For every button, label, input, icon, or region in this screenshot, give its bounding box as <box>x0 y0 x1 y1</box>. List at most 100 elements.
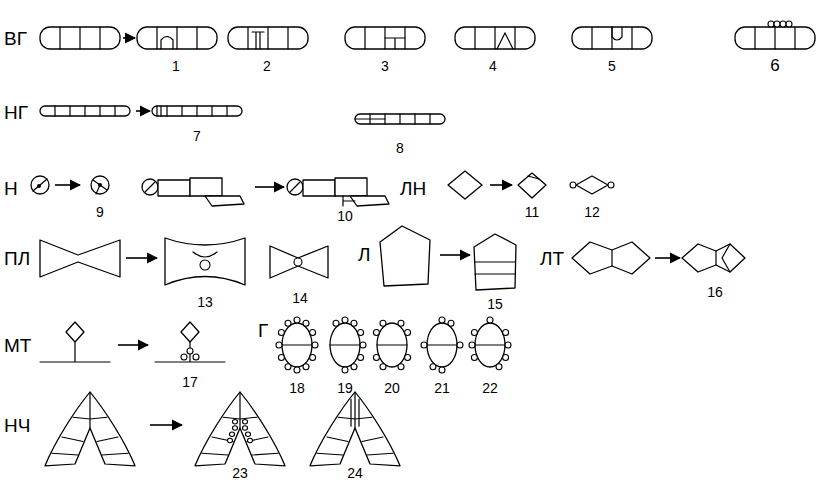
bead <box>278 355 284 361</box>
bead <box>303 364 309 370</box>
callout-number: 12 <box>584 205 600 219</box>
row-label: Н <box>4 179 18 198</box>
cell-detail <box>611 250 612 266</box>
callout-number: 2 <box>263 59 271 73</box>
row-label: МТ <box>4 336 31 355</box>
cell-outline <box>377 323 407 367</box>
cell-detail <box>497 33 513 49</box>
row-label: ВГ <box>4 29 27 48</box>
row-label: ЛН <box>400 179 426 198</box>
cell-variant <box>455 27 535 49</box>
cell-outline <box>91 176 109 194</box>
bead <box>310 330 316 336</box>
cell-detail <box>93 180 107 194</box>
cell-outline <box>576 176 608 194</box>
cell-variant <box>572 27 652 49</box>
transition-arrow <box>55 184 80 186</box>
bead <box>342 317 348 323</box>
bead <box>439 317 445 323</box>
cell-outline <box>572 242 650 274</box>
callout-number: 24 <box>347 466 363 480</box>
callout-number: 15 <box>487 297 503 311</box>
row-label: НГ <box>4 103 28 122</box>
chain-outline <box>287 178 389 206</box>
bead <box>351 364 357 370</box>
bead <box>360 342 366 348</box>
cell-outline <box>31 176 49 194</box>
cell-chain-variant <box>287 178 389 206</box>
beaded-cell <box>330 317 366 373</box>
bead <box>439 367 445 373</box>
cell-variant <box>137 27 217 49</box>
bowtie-cell <box>40 240 120 277</box>
rhomb-variant <box>518 173 546 198</box>
bead <box>228 419 253 442</box>
bead <box>233 426 238 431</box>
filament-outline <box>152 106 242 116</box>
bead <box>786 21 792 27</box>
bead <box>373 355 379 361</box>
bead <box>243 426 248 431</box>
callout-number: 18 <box>289 381 305 395</box>
cell-outline <box>345 27 425 49</box>
transition-arrow <box>655 257 680 259</box>
row-label: ПЛ <box>4 249 30 268</box>
cell-detail <box>612 27 622 40</box>
callout-number: 13 <box>197 295 213 309</box>
bead <box>276 317 318 373</box>
bead <box>248 438 253 443</box>
cell-detail <box>716 244 730 272</box>
round-cell <box>31 176 49 194</box>
bead <box>469 342 475 348</box>
cell-variant <box>735 21 815 49</box>
bead <box>774 21 780 27</box>
cell-outline <box>137 27 217 49</box>
beaded-cell <box>469 317 511 370</box>
callout-number: 14 <box>292 291 308 305</box>
stalked-cell-variant <box>155 322 225 362</box>
filament-variant <box>152 106 242 116</box>
chevron-colony-variant <box>310 392 400 466</box>
callout-number: 21 <box>434 381 450 395</box>
cell-variant <box>345 27 425 49</box>
transition-arrow <box>150 424 182 426</box>
bead <box>503 330 509 336</box>
filament-detail <box>355 118 385 119</box>
bead <box>505 342 511 348</box>
chain-detail <box>343 196 355 206</box>
bead <box>333 320 339 326</box>
bead <box>246 432 251 437</box>
cell-outline <box>572 27 652 49</box>
stalk <box>155 342 225 362</box>
bead <box>469 317 511 370</box>
nucleus-dot <box>98 183 102 187</box>
bead <box>285 364 291 370</box>
bead <box>405 355 411 361</box>
filament-variant <box>355 114 445 124</box>
bead <box>294 317 300 323</box>
callout-number: 10 <box>337 209 353 223</box>
bead <box>312 342 318 348</box>
bead <box>405 330 411 336</box>
filament-outline <box>40 106 130 116</box>
cell-outline <box>474 234 516 290</box>
cell-outline <box>181 322 199 342</box>
bead <box>276 342 282 348</box>
bead <box>570 182 576 188</box>
callout-number: 16 <box>707 285 723 299</box>
bead <box>373 330 379 336</box>
bead <box>200 260 210 270</box>
colony-outline <box>195 392 285 466</box>
cell-outline <box>735 27 815 49</box>
bead <box>471 330 477 336</box>
cell-detail <box>33 179 47 191</box>
twin-cell-variant <box>682 244 745 272</box>
callout-number: 11 <box>525 205 540 219</box>
callout-number: 22 <box>482 381 498 395</box>
bead <box>496 364 502 370</box>
cell-variant <box>228 27 308 49</box>
bead <box>487 317 493 323</box>
bead <box>421 317 463 373</box>
cell-outline <box>282 323 312 367</box>
chain-outline <box>142 178 244 206</box>
